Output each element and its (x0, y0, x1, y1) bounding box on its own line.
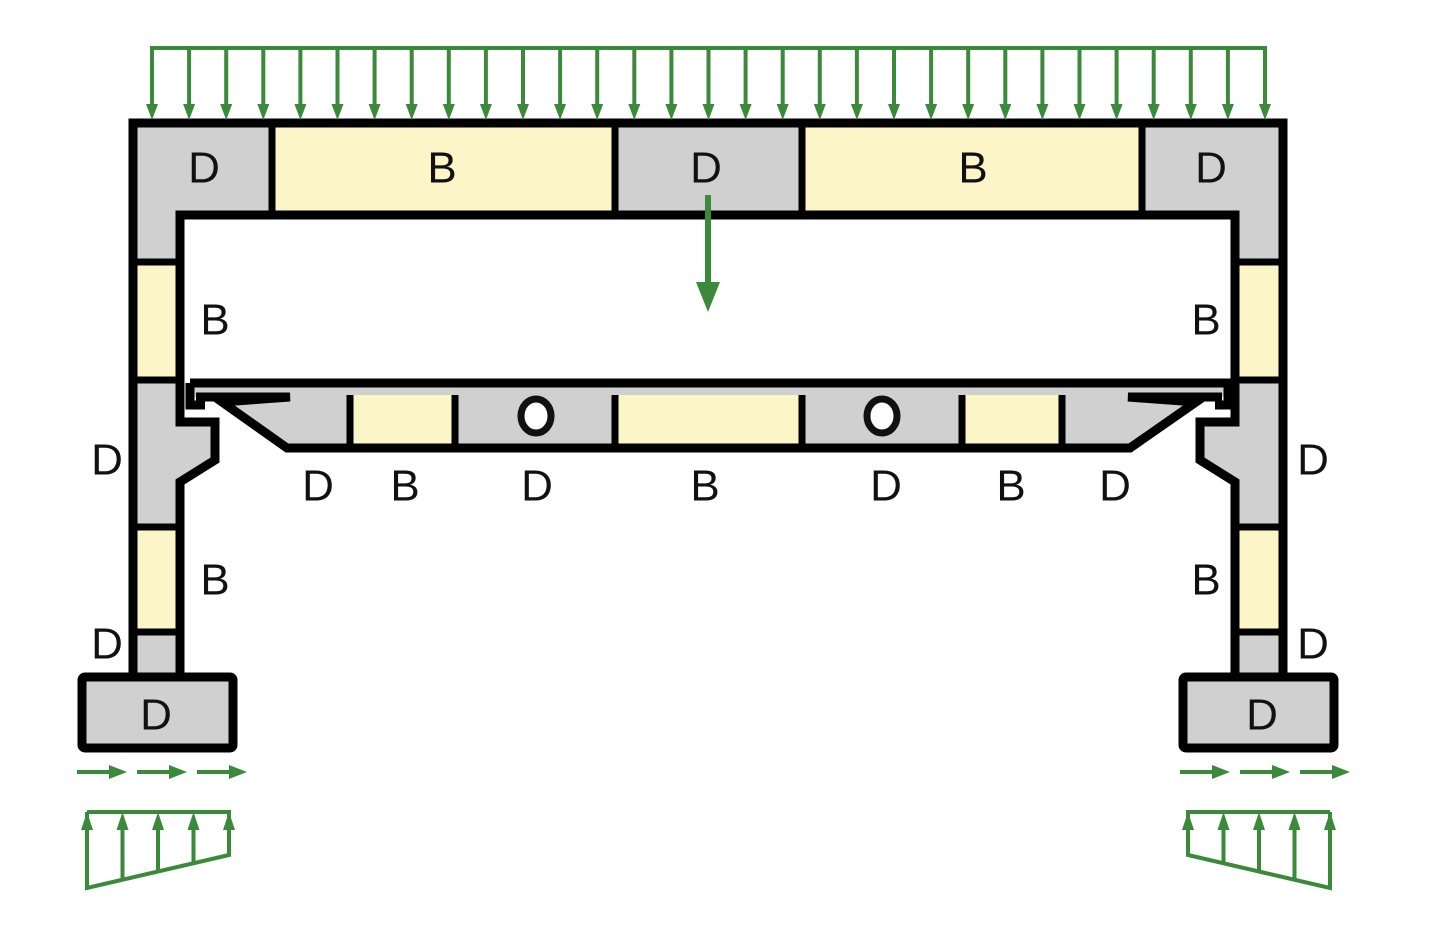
label-deck-b2: B (690, 462, 719, 511)
top-b-region-2 (802, 123, 1142, 215)
label-col-right-d: D (1297, 436, 1329, 485)
duct-hole-right (863, 395, 901, 437)
up-arrow-icon (223, 812, 235, 830)
down-arrow-icon (1073, 104, 1086, 120)
down-arrow-icon (962, 104, 975, 120)
down-arrow-icon (368, 104, 381, 120)
down-arrow-icon (1036, 104, 1049, 120)
label-top-b1: B (427, 144, 456, 193)
down-arrow-icon (888, 104, 900, 120)
label-col-right-d2: D (1297, 620, 1329, 669)
down-arrow-icon (479, 104, 492, 120)
up-arrow-icon (116, 812, 129, 830)
up-arrow-icon (1217, 812, 1230, 830)
label-deck-d2: D (521, 462, 553, 511)
up-arrow-icon (81, 812, 93, 830)
label-footing-right: D (1246, 691, 1278, 740)
left-column (82, 215, 233, 748)
label-footing-left: D (140, 691, 172, 740)
top-beam (133, 123, 1283, 215)
right-column (1183, 215, 1334, 748)
label-deck-b3: B (996, 462, 1025, 511)
down-arrow-icon (739, 104, 752, 120)
down-arrow-icon (1147, 104, 1160, 120)
label-col-left-d2: D (91, 620, 123, 669)
label-deck-d1: D (302, 462, 334, 511)
down-arrow-icon (405, 104, 418, 120)
down-arrow-icon (517, 104, 529, 120)
loads (77, 46, 1350, 891)
down-arrow-icon (1221, 104, 1234, 120)
down-arrow-icon (331, 104, 344, 120)
left-footing (82, 677, 233, 748)
right-arrow-icon (109, 765, 127, 779)
label-col-left-b2: B (200, 556, 229, 605)
up-arrow-icon (1288, 812, 1301, 830)
down-arrow-icon (591, 104, 604, 120)
down-arrow-icon (776, 104, 789, 120)
right-arrow-icon (1332, 765, 1350, 779)
right-footing (1183, 677, 1334, 748)
down-arrow-icon (1110, 104, 1123, 120)
label-top-left: D (188, 144, 220, 193)
down-arrow-icon (554, 104, 567, 120)
label-col-left-b1: B (200, 296, 229, 345)
label-top-mid: D (690, 144, 722, 193)
down-arrow-icon (1259, 104, 1271, 120)
down-arrow-icon (183, 104, 196, 120)
down-arrow-icon (220, 104, 233, 120)
label-col-right-b2: B (1191, 556, 1220, 605)
label-top-b2: B (958, 144, 987, 193)
down-arrow-icon (813, 104, 826, 120)
down-arrow-icon (257, 104, 270, 120)
top-right-d-region (1142, 123, 1283, 215)
up-arrow-icon (152, 812, 164, 830)
up-arrow-icon (1324, 812, 1336, 830)
down-arrow-icon (925, 104, 938, 120)
point-load-arrow-icon (696, 282, 720, 312)
down-arrow-icon (665, 104, 678, 120)
down-arrow-icon (1184, 104, 1197, 120)
duct-hole-left (517, 395, 555, 437)
down-arrow-icon (442, 104, 455, 120)
down-arrow-icon (702, 104, 715, 120)
label-deck-d3: D (870, 462, 902, 511)
label-deck-b1: B (390, 462, 419, 511)
down-arrow-icon (850, 104, 863, 120)
right-arrow-icon (1272, 765, 1290, 779)
top-b-region-1 (272, 123, 615, 215)
up-arrow-icon (1253, 812, 1265, 830)
label-col-left-d: D (91, 436, 123, 485)
down-arrow-icon (628, 104, 641, 120)
down-arrow-icon (146, 104, 158, 120)
label-top-right: D (1195, 144, 1227, 193)
top-left-d-region (133, 123, 272, 215)
down-arrow-icon (294, 104, 307, 120)
up-arrow-icon (187, 812, 200, 830)
deck-beam (190, 383, 1228, 448)
right-arrow-icon (169, 765, 187, 779)
right-arrow-icon (229, 765, 247, 779)
down-arrow-icon (999, 104, 1012, 120)
label-col-right-b1: B (1191, 296, 1220, 345)
up-arrow-icon (1182, 812, 1194, 830)
label-deck-d4: D (1099, 462, 1131, 511)
right-arrow-icon (1212, 765, 1230, 779)
region-labels: D B D B D B B D D D B D B D B D B B D D … (91, 144, 1329, 740)
